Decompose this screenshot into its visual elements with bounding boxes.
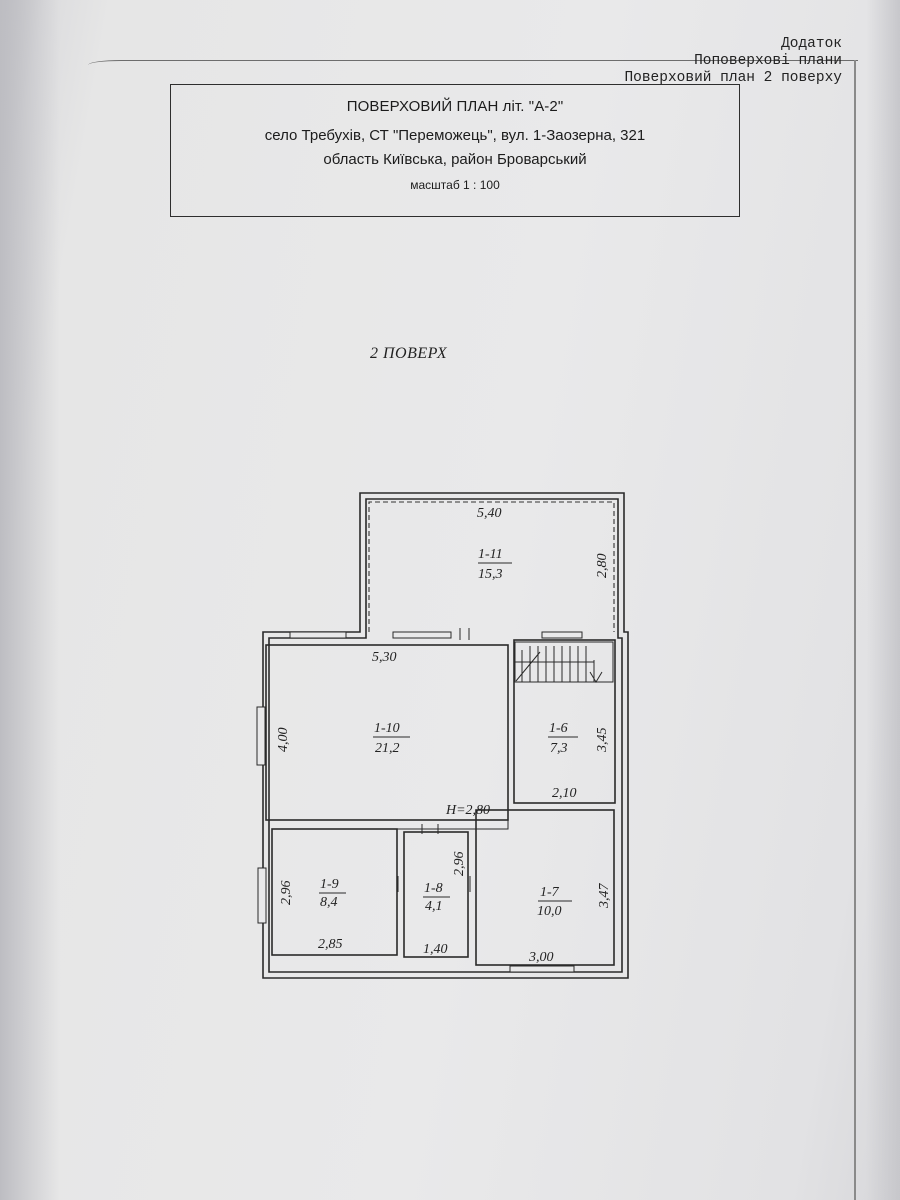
room-1-10-area: 21,2: [375, 741, 400, 756]
room-1-9-area: 8,4: [320, 895, 338, 910]
room-1-10: [265, 644, 509, 821]
plan-region: область Київська, район Броварський: [323, 151, 587, 168]
stairs: [514, 641, 614, 683]
room-1-11-width: 5,40: [477, 506, 502, 521]
room-1-11-area: 15,3: [478, 567, 503, 582]
room-1-7-id: 1-7: [540, 885, 560, 900]
sheet-shadow-right: [866, 0, 900, 1200]
room-1-8-id: 1-8: [424, 881, 443, 896]
room-1-6-width: 2,10: [552, 786, 577, 801]
plan-scale: масштаб 1 : 100: [410, 178, 500, 192]
room-1-7-area: 10,0: [537, 904, 562, 919]
room-1-8-width: 1,40: [423, 942, 448, 957]
title-box: ПОВЕРХОВИЙ ПЛАН літ. "А-2" село Требухів…: [170, 84, 740, 217]
floor-label: 2 ПОВЕРХ: [370, 345, 448, 362]
room-1-9-depth: 2,96: [279, 881, 294, 906]
room-1-6: [513, 639, 616, 804]
room-1-6-depth: 3,45: [595, 728, 610, 754]
room-1-6-area: 7,3: [550, 741, 568, 756]
room-1-8: [403, 831, 469, 958]
room-1-9-width: 2,85: [318, 937, 343, 952]
ceiling-height: H=2,80: [445, 803, 490, 818]
appendix-header: Додаток Поповерхові плани Поверховий пла…: [624, 36, 842, 87]
room-1-7-depth: 3,47: [597, 883, 612, 910]
partition-wall: [397, 820, 509, 830]
room-1-7: [475, 809, 615, 966]
header-line-floor-plans: Поповерхові плани: [694, 53, 842, 69]
outer-walls: [262, 492, 629, 979]
room-1-7-width: 3,00: [528, 950, 554, 965]
frame-border-top: [88, 60, 858, 65]
header-line-appendix: Додаток: [781, 36, 842, 52]
room-1-8-area: 4,1: [425, 899, 443, 914]
room-1-9: [271, 828, 398, 956]
plan-address: село Требухів, СТ "Переможець", вул. 1-З…: [264, 127, 646, 144]
room-1-6-id: 1-6: [549, 721, 568, 736]
frame-border-right: [854, 60, 856, 1200]
room-1-10-depth: 4,00: [276, 728, 291, 753]
room-1-10-id: 1-10: [374, 721, 400, 736]
plan-title: ПОВЕРХОВИЙ ПЛАН літ. "А-2": [346, 98, 564, 115]
room-1-8-depth: 2,96: [452, 852, 467, 877]
room-1-11-boundary: [368, 501, 615, 632]
room-1-9-id: 1-9: [320, 877, 339, 892]
room-1-11-depth: 2,80: [595, 554, 610, 579]
room-1-10-width: 5,30: [372, 650, 397, 665]
windows: [256, 628, 583, 973]
room-1-11-id: 1-11: [478, 547, 503, 562]
header-line-floor-2-plan: Поверховий план 2 поверху: [624, 70, 842, 86]
sheet-shadow-left: [0, 0, 60, 1200]
